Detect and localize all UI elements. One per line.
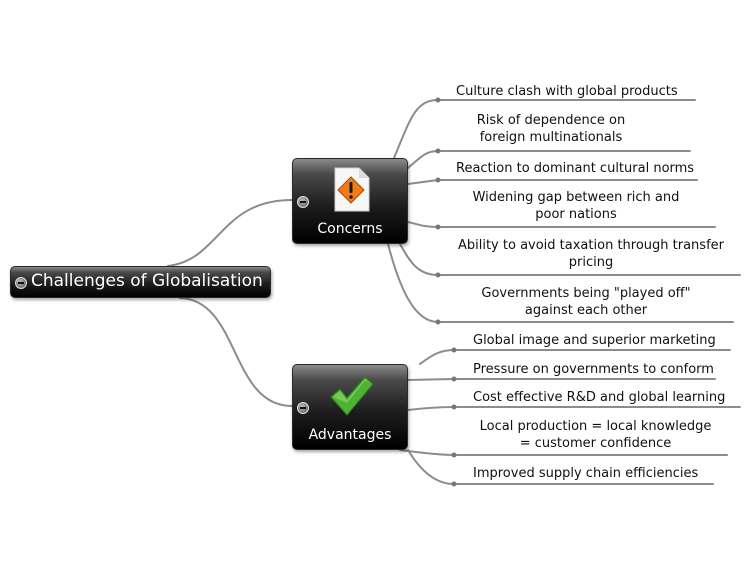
concern-item[interactable]: Culture clash with global products bbox=[456, 84, 678, 99]
root-topic-label: Challenges of Globalisation bbox=[31, 271, 263, 291]
concern-item[interactable]: Ability to avoid taxation through transf… bbox=[457, 238, 724, 270]
topic-advantages-label: Advantages bbox=[308, 427, 392, 443]
advantage-item[interactable]: Improved supply chain efficiencies bbox=[473, 466, 699, 481]
topic-advantages[interactable]: Advantages bbox=[292, 364, 408, 450]
root-topic[interactable]: Challenges of Globalisation bbox=[10, 266, 271, 298]
advantage-item[interactable]: Cost effective R&D and global learning bbox=[473, 390, 726, 405]
concern-item[interactable]: Widening gap between rich and poor natio… bbox=[472, 190, 680, 222]
advantage-item[interactable]: Pressure on governments to conform bbox=[473, 362, 714, 377]
concerns-collapse-button[interactable] bbox=[297, 196, 309, 208]
checkmark-icon bbox=[330, 376, 374, 416]
root-collapse-button[interactable] bbox=[15, 277, 27, 289]
advantage-item[interactable]: Local production = local knowledge = cus… bbox=[479, 419, 712, 451]
concern-item[interactable]: Governments being "played off" against e… bbox=[481, 286, 691, 318]
warning-icon bbox=[334, 167, 370, 212]
concern-item[interactable]: Reaction to dominant cultural norms bbox=[456, 161, 695, 176]
topic-concerns[interactable]: Concerns bbox=[292, 158, 408, 244]
advantage-item[interactable]: Global image and superior marketing bbox=[473, 333, 716, 348]
topic-concerns-label: Concerns bbox=[317, 221, 383, 237]
advantages-collapse-button[interactable] bbox=[297, 402, 309, 414]
concern-item[interactable]: Risk of dependence on foreign multinatio… bbox=[476, 113, 626, 145]
